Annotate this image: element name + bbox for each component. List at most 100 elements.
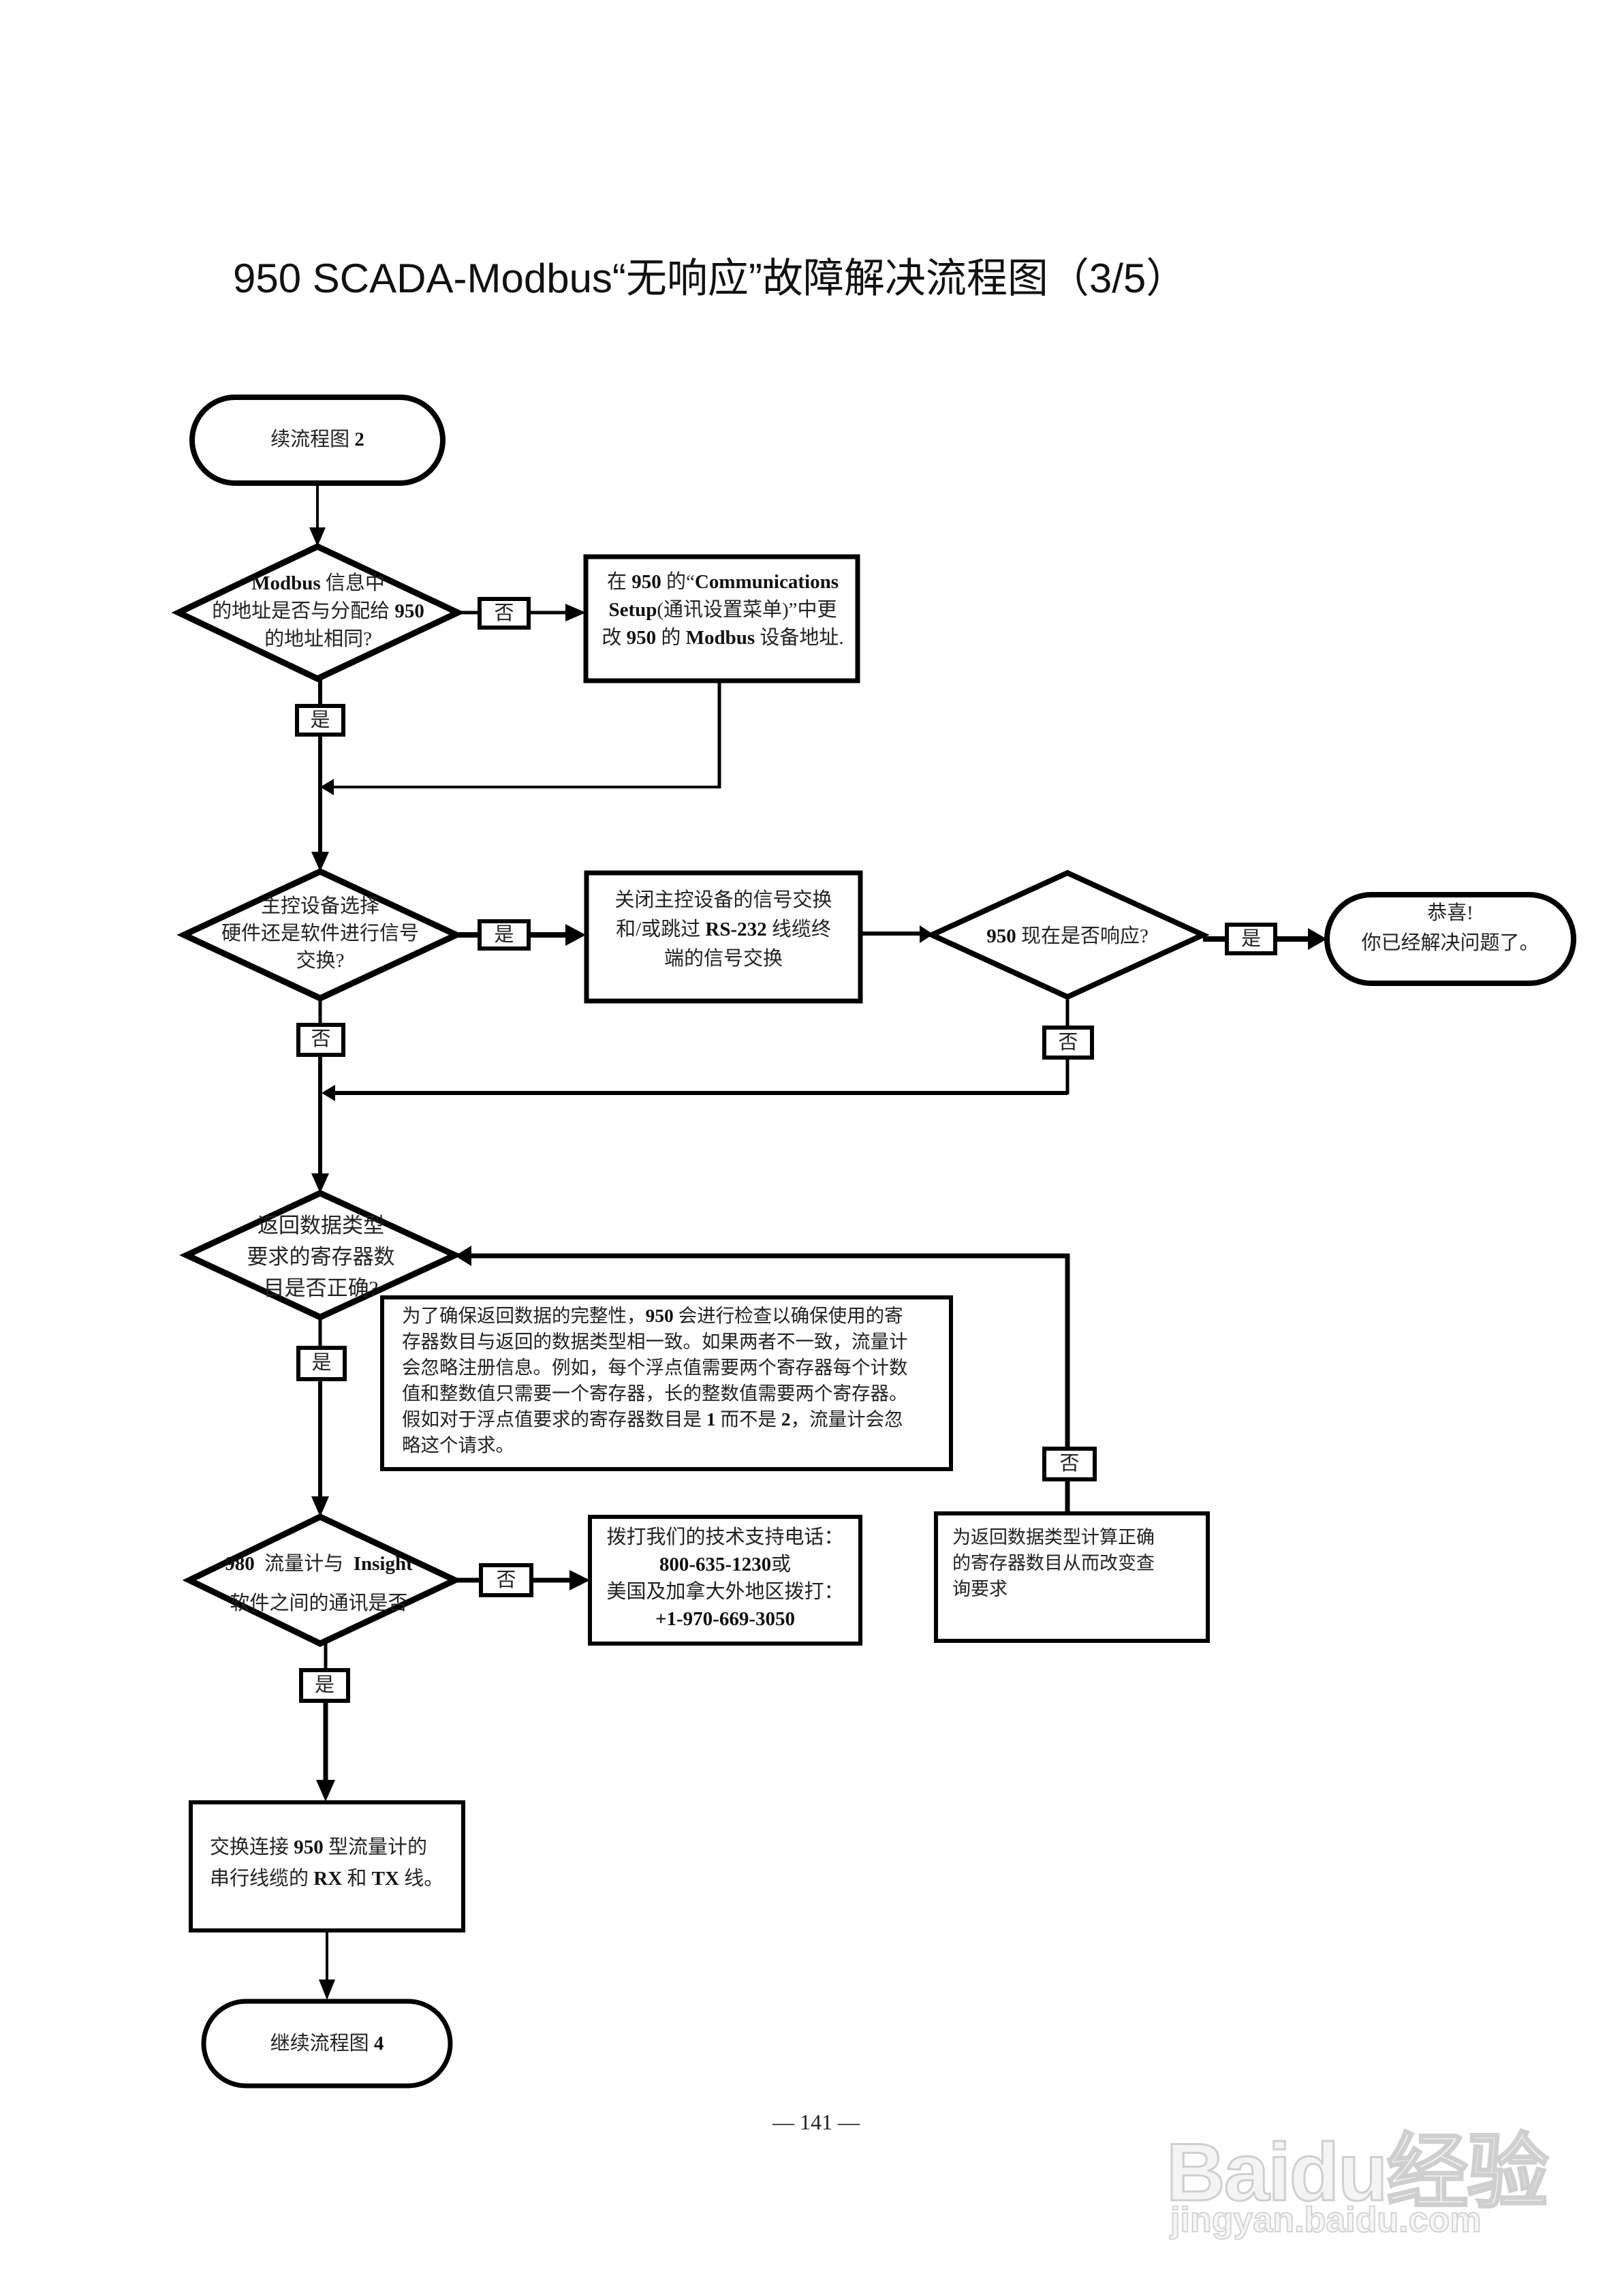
box-d [588,1515,862,1646]
label-box-d5-yes [299,1668,350,1703]
box-a-line-2: Setup(通讯设置菜单)”中更 [608,599,837,621]
arrowhead [569,1570,590,1590]
end-ok-line-2: 你已经解决问题了。 [1361,932,1540,954]
box-d-line-1: 拨打我们的技术支持电话： [606,1526,844,1548]
note-line-5: 假如对于浮点值要求的寄存器数目是 1 而不是 2，流量计会忽 [402,1408,903,1430]
arrowhead [316,1780,335,1802]
note-line-4: 值和整数值只需要一个寄存器，长的整数值需要两个寄存器。 [402,1383,908,1404]
end-next-num: 4 [373,2033,384,2054]
box-b [584,870,863,1004]
arrowhead [565,604,586,621]
label-box-d2-no [296,1023,345,1057]
d1-yes-label: 是 [310,709,330,731]
d4-yes-label: 是 [311,1352,332,1374]
label-box-d5-no [479,1563,533,1597]
end-next-text: 继续流程图 [270,2033,369,2054]
end-next-terminal-text: 继续流程图 4 [204,2029,450,2059]
d2-line-3: 交换? [296,950,345,972]
arrowhead [320,779,334,795]
watermark-url: jingyan.baidu.com [1170,2200,1482,2240]
end-next-terminal [201,1999,453,2089]
decision-d2-text: 主控设备选择 硬件还是软件进行信号 交换? [184,893,456,974]
page-title: 950 SCADA-Modbus“无响应”故障解决流程图（3/5） [233,256,1187,301]
box-c [934,1511,1210,1643]
d5-line-1: 980 流量计与 Insight [225,1553,413,1575]
label-box-d1-yes [295,704,345,737]
d2-yes-label: 是 [494,924,514,946]
d3-no-label: 否 [1058,1032,1078,1053]
box-b-line-3: 端的信号交换 [663,948,783,970]
d3-yes-label: 是 [1240,928,1261,950]
d1-line-1: Modbus 信息中 [251,572,385,594]
arrowhead [311,1173,329,1193]
note-box [380,1295,953,1471]
decision-d5 [182,1513,463,1647]
note-line-2: 存器数目与返回的数据类型相一致。如果两者不一致，流量计 [402,1331,908,1352]
arrowhead [322,1085,335,1101]
d4-line-1: 返回数据类型 [257,1214,384,1237]
d5-line-2: 软件之间的通讯是否 [230,1592,408,1614]
label-box-d4-no [1042,1447,1097,1481]
arrowhead [455,1246,471,1266]
label-box-d2-yes [478,919,531,951]
decision-d5-text: 980 流量计与 Insight 软件之间的通讯是否 [189,1544,448,1623]
d4-line-2: 要求的寄存器数 [247,1245,395,1269]
box-c-line-1: 为返回数据类型计算正确 [952,1527,1155,1548]
page-number: — 141 — [772,2110,860,2134]
decision-d3-text: 950 现在是否响应? [932,922,1203,951]
box-a-line-1: 在 950 的“Communications [607,571,839,593]
box-d-line-2: 800-635-1230或 [659,1554,792,1575]
arrowhead [319,1980,335,2000]
d5-no-label: 否 [496,1569,516,1591]
box-e-line-1: 交换连接 950 型流量计的 [210,1836,428,1858]
box-c-line-2: 的寄存器数目从而改变查 [952,1553,1155,1574]
start-num: 2 [354,429,364,450]
arrowhead [1308,928,1327,950]
box-e-text: 交换连接 950 型流量计的 串行线缆的 RX 和 TX 线。 [210,1832,462,1894]
box-e-line-2: 串行线缆的 RX 和 TX 线。 [210,1868,444,1890]
box-a-line-3: 改 950 的 Modbus 设备地址. [602,627,844,649]
watermark-brand: Baidu经验 [1165,2126,1549,2219]
d2-line-1: 主控设备选择 [260,895,379,917]
d4-line-3: 目是否正确? [263,1276,379,1300]
decision-d4-text: 返回数据类型 要求的寄存器数 目是否正确? [187,1210,455,1304]
box-d-line-4: +1-970-669-3050 [655,1608,795,1630]
label-box-d3-no [1042,1026,1094,1060]
note-text: 为了确保返回数据的完整性，950 会进行检查以确保使用的寄 存器数目与返回的数据… [402,1303,947,1458]
label-box-d4-yes [296,1346,347,1381]
note-line-3: 会忽略注册信息。例如，每个浮点值需要两个寄存器每个计数 [402,1357,908,1378]
box-a-text: 在 950 的“Communications Setup(通讯设置菜单)”中更 … [590,568,856,652]
end-ok-line-1: 恭喜! [1427,902,1473,924]
d1-no-label: 否 [494,602,514,624]
label-box-d1-no [478,597,531,630]
decision-d1-text: Modbus 信息中 的地址是否与分配给 950 的地址相同? [178,570,458,653]
start-text: 续流程图 [270,429,350,450]
box-b-text: 关闭主控设备的信号交换 和/或跳过 RS-232 线缆终 端的信号交换 [587,886,860,974]
box-c-line-3: 询要求 [952,1579,1008,1600]
d1-line-2: 的地址是否与分配给 950 [212,600,424,622]
arrowhead [309,527,326,546]
note-line-6: 略这个请求。 [402,1434,514,1455]
end-ok-text: 恭喜! 你已经解决问题了。 [1327,898,1574,958]
box-b-line-2: 和/或跳过 RS-232 线缆终 [616,919,831,940]
box-e [189,1800,465,1932]
box-d-line-3: 美国及加拿大外地区拨打： [606,1581,844,1603]
d1-line-3: 的地址相同? [264,628,372,650]
d3-text: 950 现在是否响应? [986,925,1149,947]
arrowhead [920,925,933,943]
box-c-text: 为返回数据类型计算正确 的寄存器数目从而改变查 询要求 [952,1525,1204,1603]
d2-no-label: 否 [311,1028,331,1050]
label-box-d3-yes [1225,923,1277,955]
arrowhead [311,1496,329,1517]
decision-d1 [171,543,465,682]
watermark: Baidu经验 jingyan.baidu.com [1165,2065,1549,2242]
d4-no-label: 否 [1059,1453,1080,1475]
box-d-text: 拨打我们的技术支持电话： 800-635-1230或 美国及加拿大外地区拨打： … [590,1524,860,1633]
d5-yes-label: 是 [314,1674,334,1696]
start-terminal-text: 续流程图 2 [192,425,443,455]
note-line-1: 为了确保返回数据的完整性，950 会进行检查以确保使用的寄 [402,1305,903,1326]
arrowhead [311,852,329,872]
arrowhead [565,924,586,946]
box-b-line-1: 关闭主控设备的信号交换 [614,889,832,911]
